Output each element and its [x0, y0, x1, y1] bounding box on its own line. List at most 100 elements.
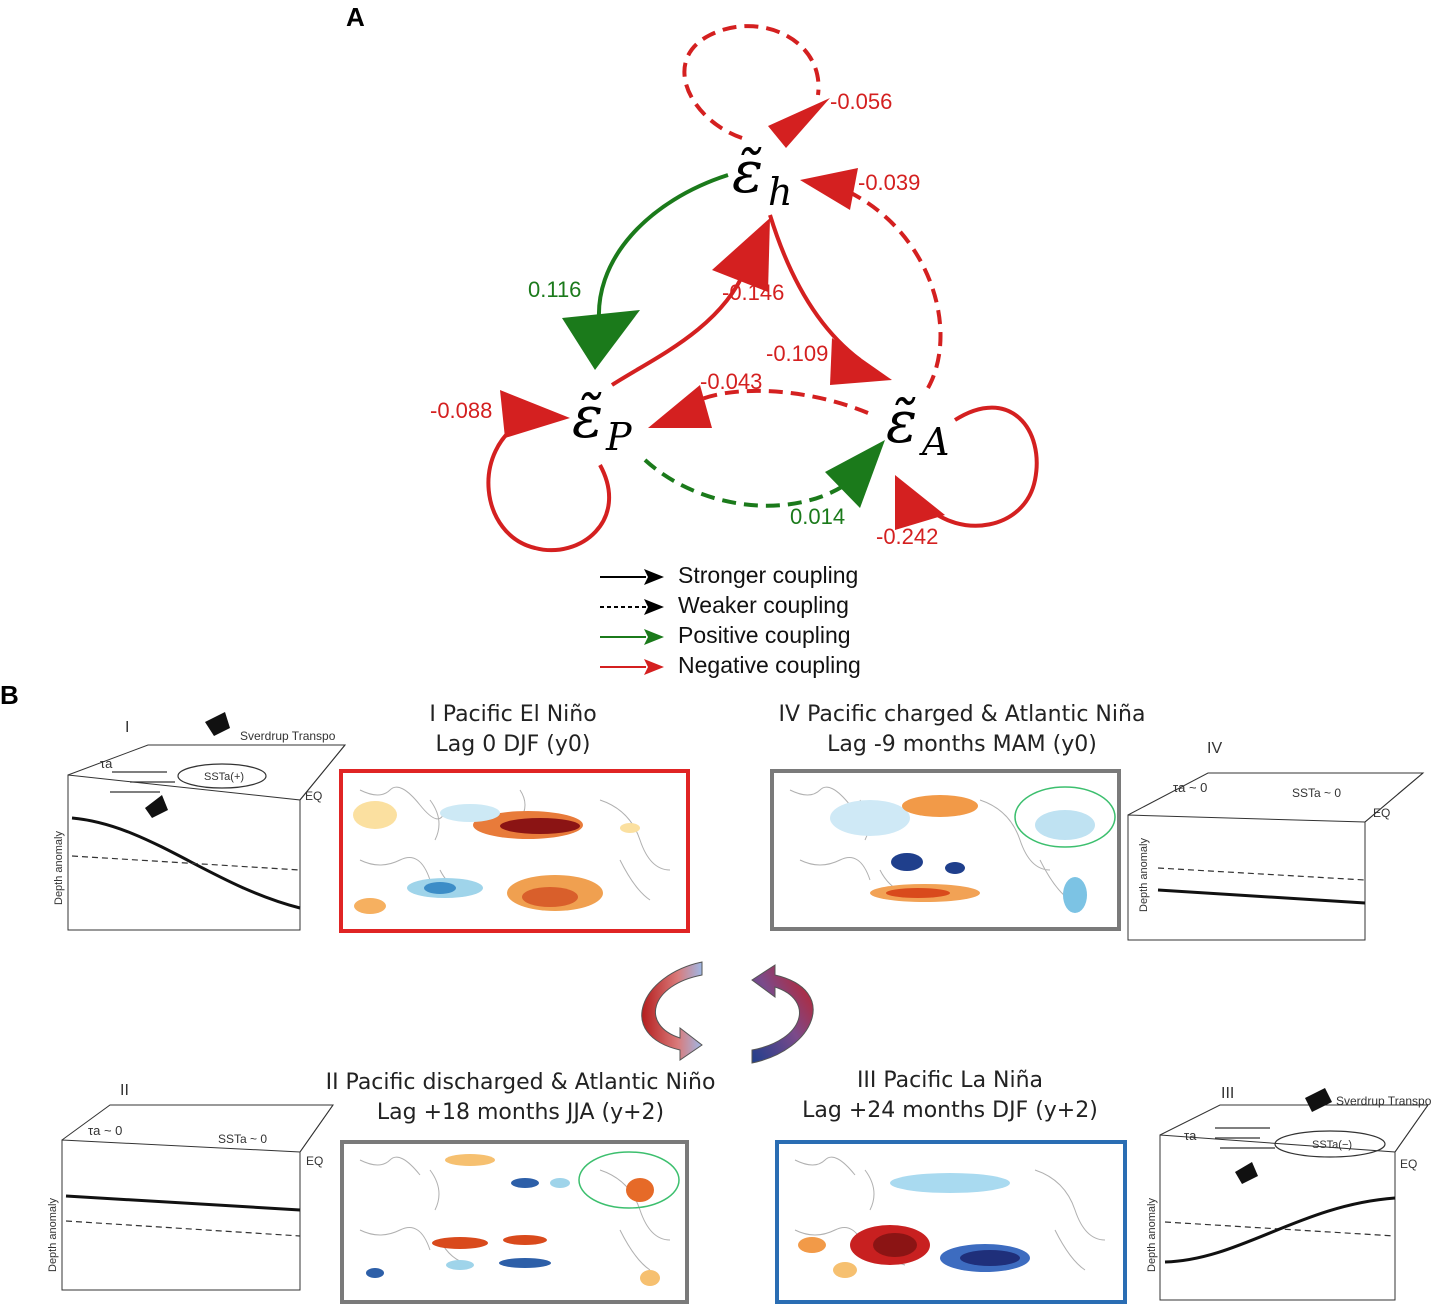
edge-p-to-h [610, 269, 747, 387]
schematic-iv-eq: EQ [1373, 806, 1390, 820]
title-phase-ii-line2: Lag +18 months JJA (y+2) [376, 1100, 665, 1125]
map-phase-ii [340, 1140, 689, 1304]
label-h-self: -0.056 [830, 89, 892, 114]
legend-dashed-black-arrow-icon [600, 599, 664, 615]
edge-h-to-p [596, 173, 729, 331]
schematic-i-numeral: I [125, 719, 129, 736]
panel-a-letter: A [346, 2, 365, 32]
arrowhead-h-self [768, 98, 830, 148]
node-epsilon-p: ε̃ P [572, 383, 633, 459]
edge-h-self [682, 24, 821, 140]
schematic-ii-thermocline-mean [65, 1220, 301, 1237]
schematic-iv-axis: Depth anomaly [1138, 838, 1150, 912]
schematic-i-thermocline-new [71, 816, 301, 910]
title-phase-iii: III Pacific La Niña Lag +24 months DJF (… [790, 1066, 1110, 1126]
coupling-legend: Stronger coupling Weaker coupling Positi… [598, 562, 928, 682]
legend-green-arrow-icon [600, 629, 664, 645]
legend-positive-label: Positive coupling [678, 622, 851, 648]
map-i-coastline [359, 786, 671, 901]
legend-red-arrow-icon [600, 659, 664, 675]
schematic-ii-thermocline-new [65, 1194, 301, 1212]
edge-p-self [486, 418, 612, 553]
legend-solid-black-arrow-icon [600, 569, 664, 585]
schematic-iv-tau: τa ~ 0 [1173, 780, 1207, 795]
coupling-network [486, 24, 1039, 553]
schematic-iii-tau: τa [1184, 1128, 1197, 1143]
arrowhead-h-to-p [562, 310, 640, 370]
schematic-iii-arrow-in-icon [1305, 1088, 1332, 1112]
node-h-subscript: h [768, 170, 792, 214]
schematic-phase-i: I Sverdrup Transpo τa SSTa(+) EQ Depth a… [53, 712, 347, 931]
schematic-iii-wind-arrows-icon [1215, 1127, 1275, 1149]
schematic-iv-thermocline-new [1157, 888, 1366, 905]
schematic-iii-thermocline-new [1164, 1196, 1396, 1264]
schematic-i-axis: Depth anomaly [53, 831, 65, 905]
schematic-i-tau: τa [100, 756, 113, 771]
edge-a-self [923, 405, 1039, 528]
edge-a-to-h [844, 188, 943, 389]
title-phase-i-line1: I Pacific El Niño [429, 702, 597, 727]
schematic-iii-numeral: III [1221, 1085, 1234, 1102]
schematic-i-sst: SSTa(+) [204, 771, 244, 783]
schematic-iii-axis: Depth anomaly [1146, 1198, 1158, 1272]
legend-weaker: Weaker coupling [598, 592, 928, 622]
schematic-iv-thermocline-mean [1157, 867, 1366, 881]
panel-b-letter: B [0, 680, 19, 710]
node-a-symbol: ε̃ [886, 388, 917, 456]
label-p-to-h: -0.146 [722, 280, 784, 305]
legend-stronger: Stronger coupling [598, 562, 928, 592]
legend-negative: Negative coupling [598, 652, 928, 682]
title-phase-iv-line1: IV Pacific charged & Atlantic Niña [778, 702, 1146, 727]
label-h-to-a: -0.109 [766, 341, 828, 366]
schematic-iv-sst: SSTa ~ 0 [1292, 786, 1341, 800]
edge-a-to-p [688, 388, 869, 415]
schematic-iii-eq: EQ [1400, 1157, 1417, 1171]
title-phase-i: I Pacific El Niño Lag 0 DJF (y0) [363, 700, 663, 760]
edge-p-to-a [643, 458, 847, 508]
map-phase-iv [770, 769, 1121, 931]
arrowhead-a-to-h [800, 168, 858, 210]
schematic-phase-iii: III Sverdrup Transpo τa SSTa(−) EQ Depth… [1146, 1085, 1432, 1301]
schematic-ii-sst: SSTa ~ 0 [218, 1132, 267, 1146]
arrowhead-p-to-a [825, 440, 885, 508]
schematic-i-wind-arrows-icon [110, 771, 175, 793]
legend-weaker-label: Weaker coupling [678, 592, 849, 618]
label-a-to-h: -0.039 [858, 170, 920, 195]
title-phase-iii-line2: Lag +24 months DJF (y+2) [802, 1098, 1098, 1123]
schematic-iv-numeral: IV [1207, 740, 1222, 757]
label-p-to-a: 0.014 [790, 504, 845, 529]
cycle-arrow-right [751, 964, 814, 1064]
arrowhead-p-to-h [712, 218, 770, 292]
cycle-arrows [641, 961, 814, 1064]
schematic-i-arrow-up-icon [205, 712, 230, 736]
arrowhead-a-to-p [648, 385, 712, 428]
schematic-ii-eq: EQ [306, 1154, 323, 1168]
node-epsilon-h: ε̃ h [732, 138, 792, 214]
schematic-iii-transport: Sverdrup Transpo [1336, 1094, 1432, 1108]
schematic-ii-axis: Depth anomaly [47, 1198, 59, 1272]
schematic-i-eq: EQ [305, 789, 322, 803]
schematic-phase-ii: II τa ~ 0 SSTa ~ 0 EQ Depth anomaly [47, 1082, 334, 1291]
node-a-subscript: A [919, 420, 949, 464]
label-p-self: -0.088 [430, 398, 492, 423]
node-p-subscript: P [605, 415, 633, 459]
schematic-iii-arrow-out-icon [1235, 1162, 1258, 1184]
legend-stronger-label: Stronger coupling [678, 562, 859, 588]
schematic-phase-iv: IV τa ~ 0 SSTa ~ 0 EQ Depth anomaly [1127, 740, 1425, 941]
map-phase-iii [775, 1140, 1127, 1304]
title-phase-ii: II Pacific discharged & Atlantic Niño La… [318, 1068, 723, 1128]
label-h-to-p: 0.116 [528, 277, 581, 302]
arrowhead-a-self [895, 475, 945, 530]
title-phase-iii-line1: III Pacific La Niña [856, 1068, 1044, 1093]
legend-negative-label: Negative coupling [678, 652, 861, 678]
node-p-symbol: ε̃ [572, 383, 603, 451]
node-epsilon-a: ε̃ A [886, 388, 949, 464]
schematic-i-thermocline-mean [71, 855, 301, 871]
label-a-self: -0.242 [876, 524, 938, 549]
schematic-ii-tau: τa ~ 0 [88, 1123, 122, 1138]
legend-positive: Positive coupling [598, 622, 928, 652]
cycle-arrow-left [641, 961, 703, 1061]
title-phase-iv-line2: Lag -9 months MAM (y0) [827, 732, 1097, 757]
title-phase-ii-line1: II Pacific discharged & Atlantic Niño [325, 1070, 716, 1095]
